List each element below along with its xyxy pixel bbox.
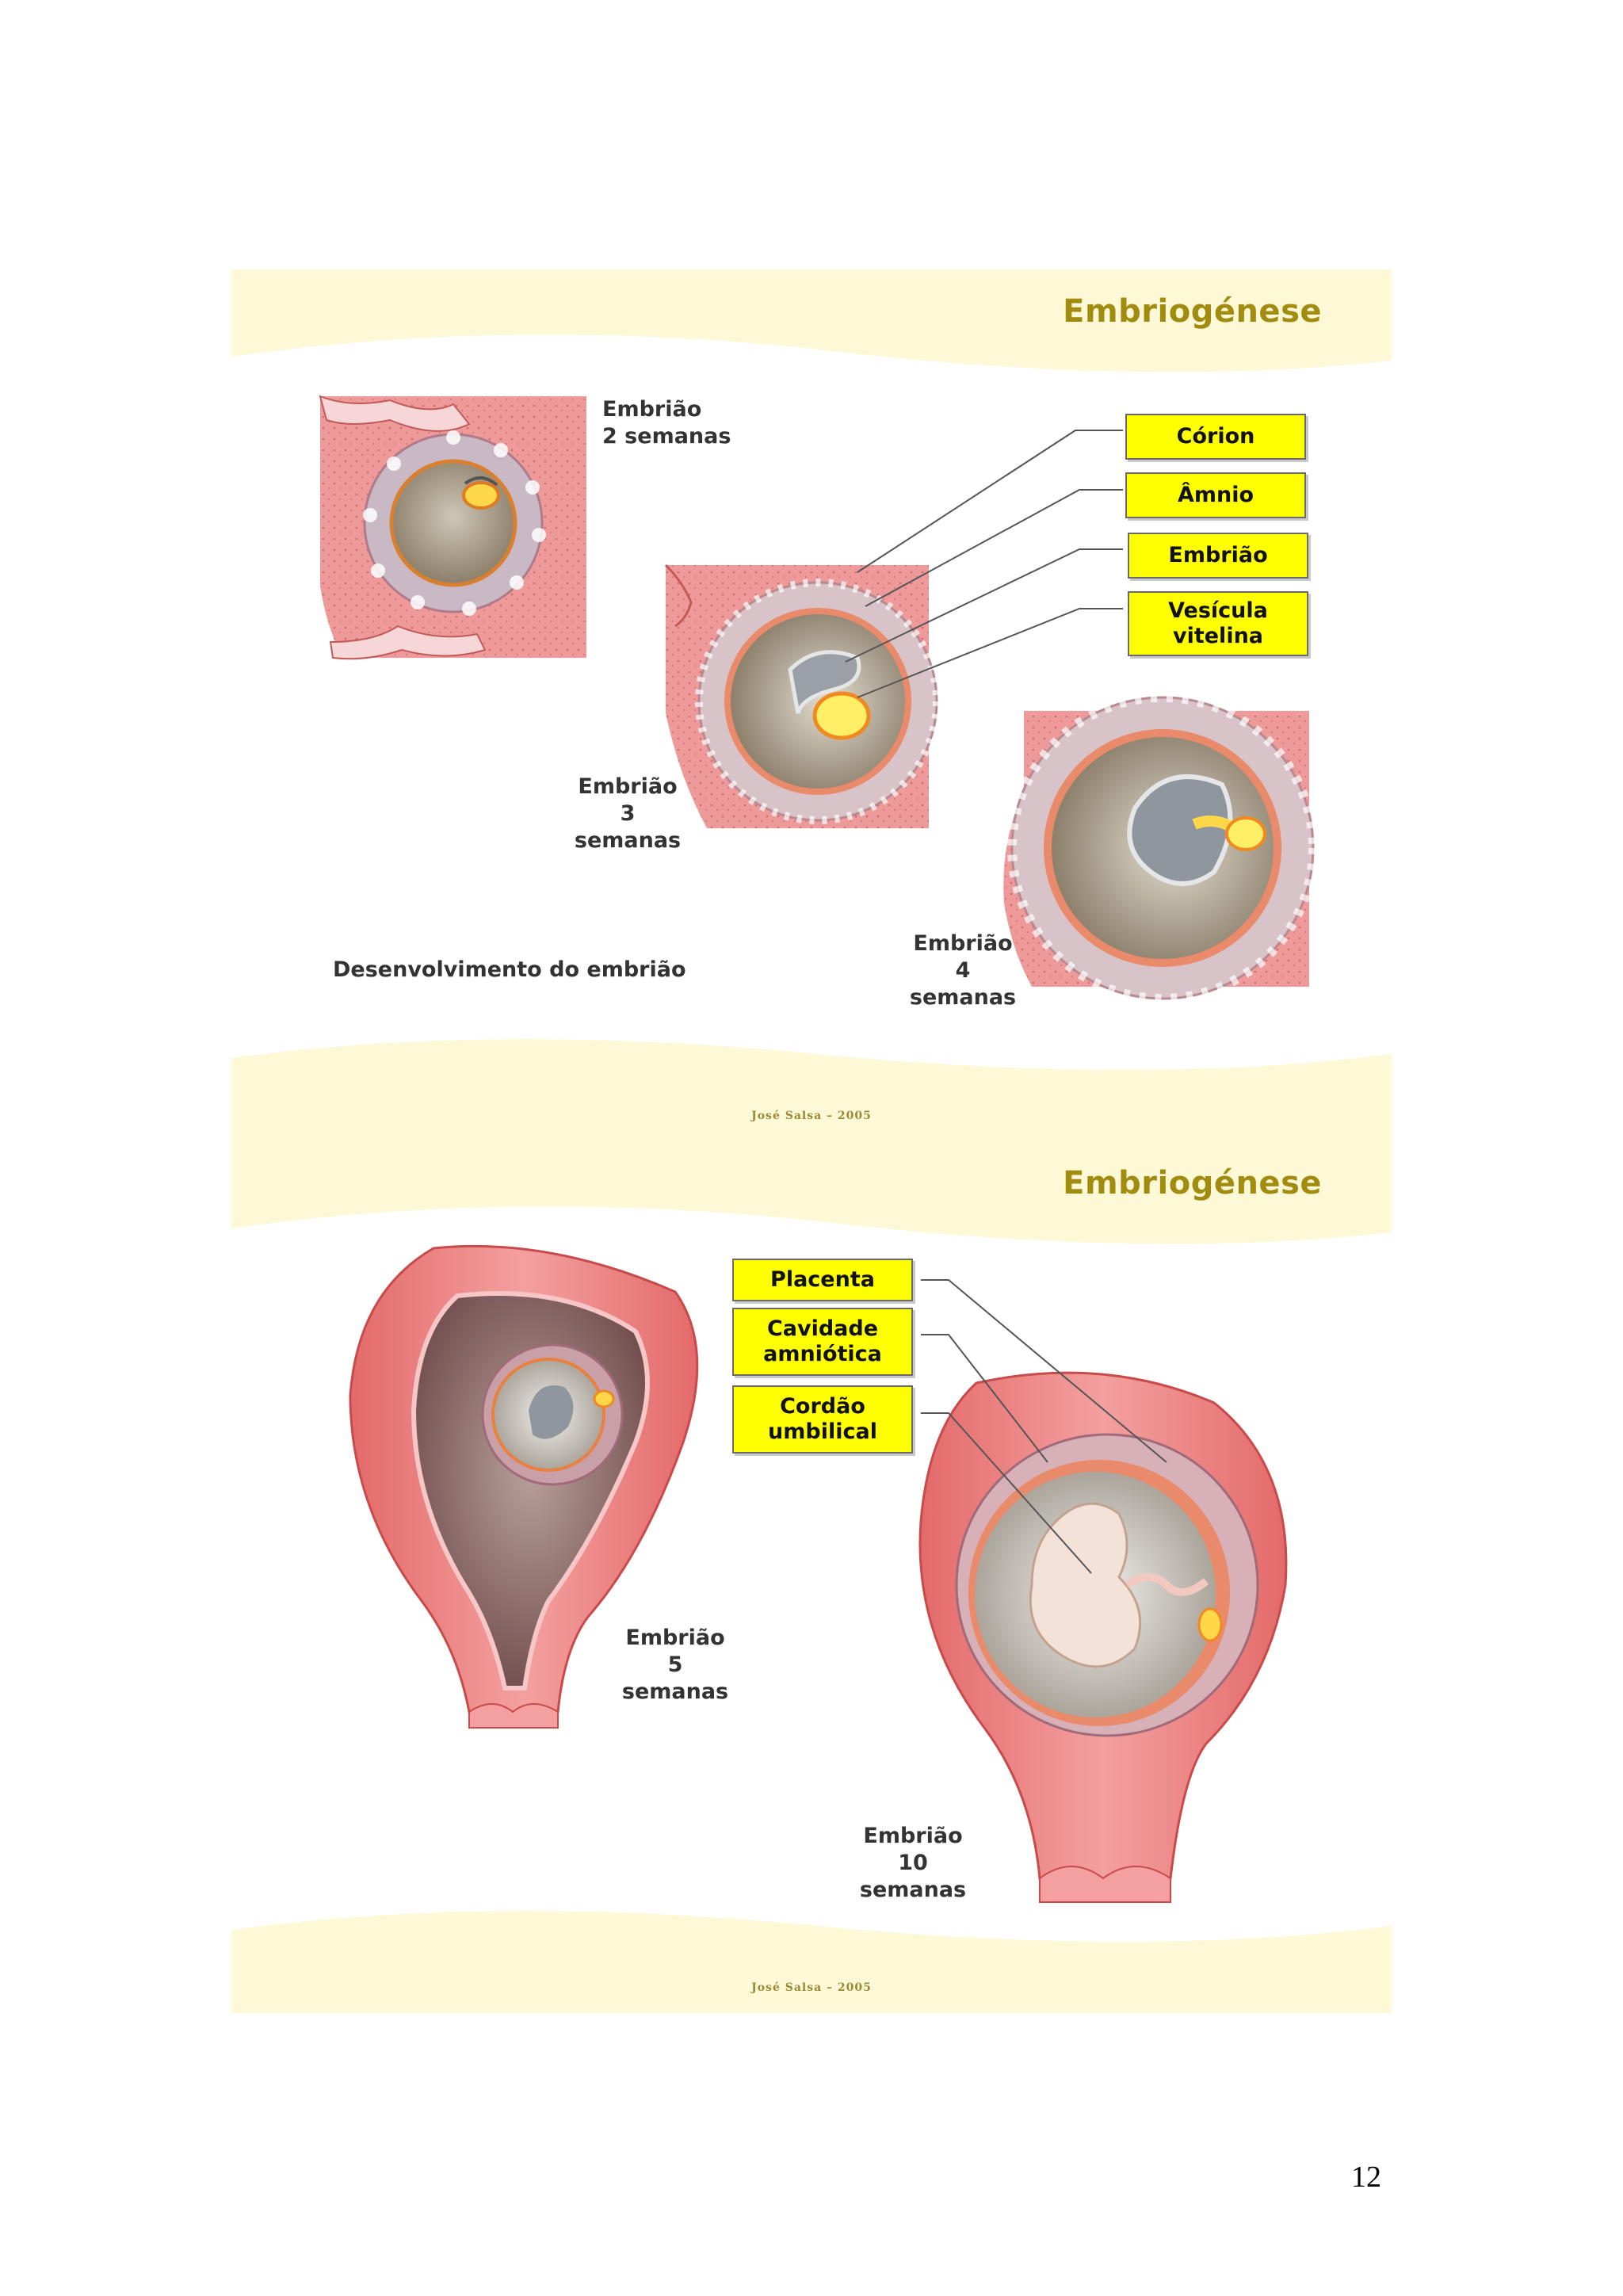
stage-label-10-weeks: Embrião 10 semanas — [842, 1823, 984, 1904]
embryo-2-weeks-illustration — [319, 395, 586, 660]
slide-2-illustrations — [231, 1141, 1392, 2013]
slide-caption: Desenvolvimento do embrião — [333, 957, 686, 982]
stage-label-4-weeks: Embrião 4 semanas — [899, 930, 1026, 1011]
callout-corion: Córion — [1125, 414, 1306, 460]
uterus-10-weeks-illustration — [918, 1371, 1288, 1903]
top-band — [231, 269, 1392, 372]
slide-title: Embriogénese — [1063, 293, 1322, 330]
stage-name: Embrião — [602, 397, 702, 422]
callout-embriao: Embrião — [1128, 533, 1308, 579]
bottom-band — [231, 1039, 1392, 1141]
callout-cordao-umbilical: Cordão umbilical — [732, 1385, 913, 1454]
stage-label-5-weeks: Embrião 5 semanas — [612, 1625, 739, 1706]
callout-leader-lines — [845, 430, 1123, 698]
stage-name: Embrião — [578, 774, 678, 799]
page-number: 12 — [1351, 2160, 1381, 2194]
slide-footer: José Salsa – 2005 — [751, 1981, 872, 1994]
embryo-3-weeks-illustration — [664, 563, 941, 828]
slide-footer: José Salsa – 2005 — [751, 1110, 872, 1122]
top-band — [231, 1141, 1392, 1244]
stage-age: 5 semanas — [621, 1652, 729, 1704]
callout-cavidade-amniotica: Cavidade amniótica — [732, 1308, 913, 1376]
slide-title: Embriogénese — [1063, 1165, 1322, 1201]
stage-name: Embrião — [913, 931, 1013, 956]
callout-vesicula-vitelina: Vesícula vitelina — [1128, 591, 1308, 656]
stage-age: 4 semanas — [909, 958, 1017, 1010]
slide-1: Embriogénese Embrião 2 semanas Embrião 3… — [231, 269, 1392, 1141]
stage-age: 2 semanas — [602, 424, 731, 449]
uterus-5-weeks-illustration — [349, 1244, 699, 1729]
stage-label-3-weeks: Embrião 3 semanas — [564, 774, 691, 854]
slide-1-illustrations — [231, 269, 1392, 1141]
bottom-band — [231, 1911, 1392, 2013]
stage-name: Embrião — [863, 1824, 963, 1848]
callout-leader-lines — [921, 1279, 1167, 1574]
stage-label-2-weeks: Embrião 2 semanas — [602, 396, 731, 450]
embryo-4-weeks-illustration — [1003, 693, 1318, 1003]
stage-name: Embrião — [625, 1626, 725, 1650]
slide-2: Embriogénese Placenta Cavidade amniótica… — [231, 1141, 1392, 2013]
callout-amnio: Âmnio — [1125, 472, 1306, 518]
stage-age: 10 semanas — [859, 1851, 967, 1902]
stage-age: 3 semanas — [574, 801, 682, 853]
callout-placenta: Placenta — [732, 1259, 913, 1301]
